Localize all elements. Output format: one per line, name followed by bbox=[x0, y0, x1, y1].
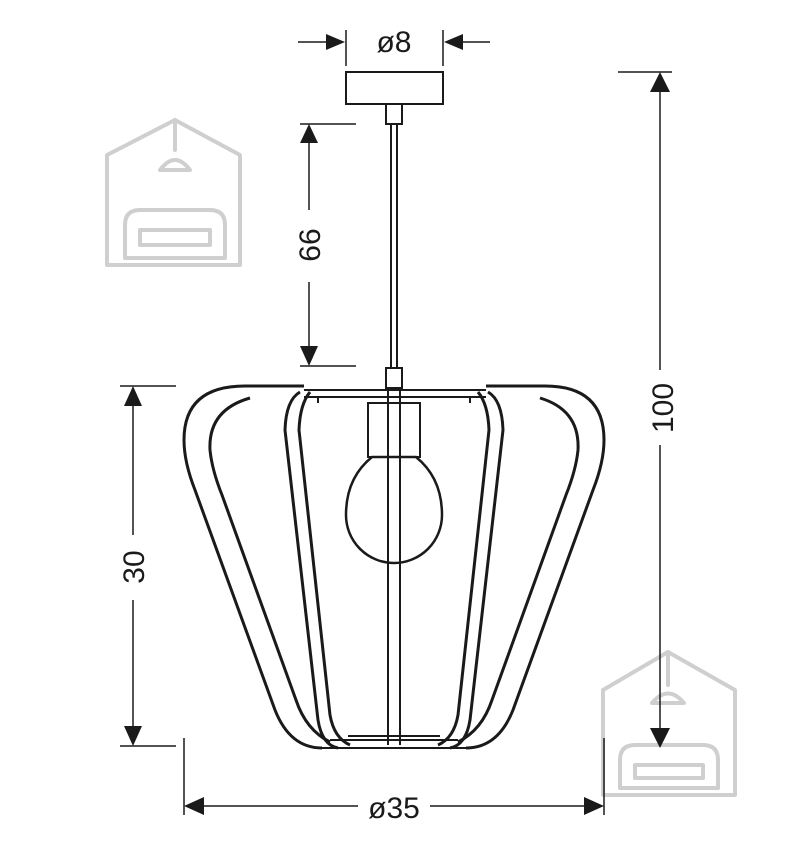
ceiling-canopy bbox=[345, 71, 444, 105]
dimension-canopy-diameter: ø8 bbox=[298, 26, 490, 66]
cage-rib-outer-left bbox=[182, 384, 331, 750]
house-lamp-sofa-watermark-icon bbox=[105, 118, 242, 267]
rod-connector-bottom bbox=[385, 367, 403, 389]
house-lamp-sofa-watermark-icon bbox=[601, 650, 737, 797]
shade-height-label: 30 bbox=[118, 550, 151, 583]
canopy-diameter-label: ø8 bbox=[376, 26, 411, 59]
dimension-rod-length: 66 bbox=[294, 123, 356, 367]
central-rod bbox=[387, 388, 401, 745]
dimension-shade-diameter: ø35 bbox=[183, 738, 605, 825]
rod-length-label: 66 bbox=[294, 228, 327, 261]
shade-top-ring bbox=[304, 389, 486, 403]
suspension-rod bbox=[390, 124, 398, 368]
dimension-total-height: 100 bbox=[618, 71, 680, 748]
shade-bottom-ring bbox=[322, 735, 466, 749]
rod-connector-top bbox=[385, 103, 403, 125]
dimension-shade-height: 30 bbox=[118, 385, 176, 747]
cage-rib-outer-right bbox=[457, 384, 606, 750]
light-bulb bbox=[344, 455, 444, 565]
lamp-socket bbox=[367, 402, 421, 458]
shade-diameter-label: ø35 bbox=[368, 792, 420, 825]
total-height-label: 100 bbox=[647, 383, 680, 433]
